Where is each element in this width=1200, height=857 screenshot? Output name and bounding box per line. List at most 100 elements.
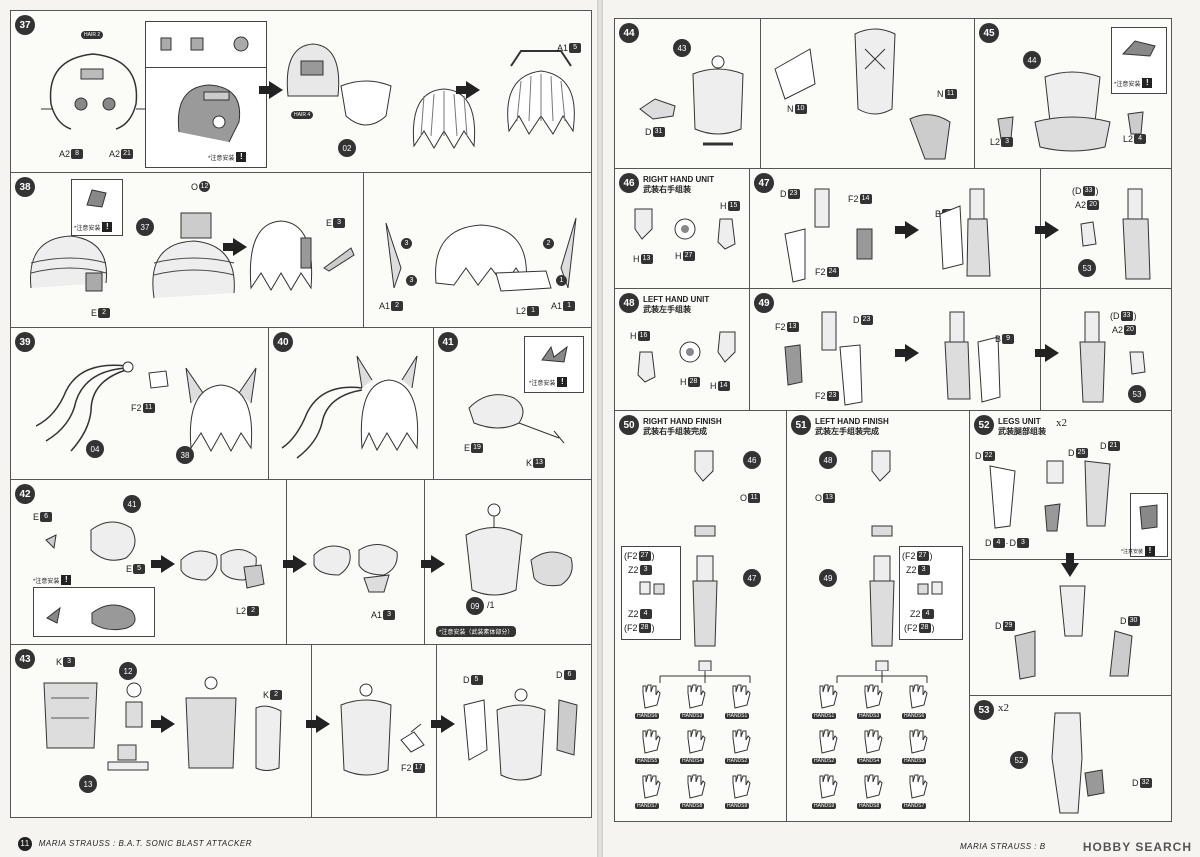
multiplier-label: x2 <box>998 702 1009 714</box>
ref-44-label: 44 <box>1023 51 1041 69</box>
ref-49-label: 49 <box>819 569 837 587</box>
hand-icon <box>819 774 838 799</box>
step-number: 37 <box>15 15 35 35</box>
ref-52-label: 52 <box>1010 751 1028 769</box>
waist-joint <box>107 744 149 771</box>
part-04-label: 04 <box>86 440 104 458</box>
detail-icon <box>46 604 136 631</box>
ref-53-label: 53 <box>1128 385 1146 403</box>
step-arrow <box>223 238 247 256</box>
hand-label: HANDS5 <box>902 758 927 764</box>
helmet-frame-part <box>41 53 146 130</box>
order-3-marker: 3 <box>401 238 412 249</box>
step-number: 41 <box>438 332 458 352</box>
part-icon <box>541 345 568 363</box>
ref-53-label: 53 <box>1078 259 1096 277</box>
ref-47-label: 47 <box>743 569 761 587</box>
caution-box: *注意安装! <box>145 21 267 168</box>
torso-with-side-panels <box>463 688 578 781</box>
hand-icon <box>864 774 883 799</box>
step-arrow <box>895 221 919 239</box>
hand-option: HANDS7 <box>630 773 670 815</box>
finished-forearm <box>1080 188 1151 280</box>
step-40-panel: 40 <box>268 327 435 481</box>
order-3-marker: 3 <box>406 275 417 286</box>
part-icon <box>1139 504 1158 530</box>
hand-label: HANDS6 <box>902 713 927 719</box>
leg-with-knee <box>1051 712 1105 814</box>
hair2-tag: HAIR 2 <box>81 31 104 39</box>
step-number: 43 <box>15 649 35 669</box>
caution-box: *注意安装! <box>71 179 123 236</box>
neck-joint <box>125 682 143 728</box>
caution-box: *注意安装! <box>1121 493 1168 557</box>
step-number: 45 <box>979 23 999 43</box>
step-arrow <box>1035 344 1059 362</box>
hand-joint-parts <box>634 208 736 250</box>
head-with-antennae <box>185 367 257 453</box>
step-number: 46 <box>619 173 639 193</box>
ref-48-label: 48 <box>819 451 837 469</box>
caution-note: *注意安装! <box>1121 546 1155 556</box>
hand-label: HANDS3 <box>680 713 705 719</box>
hand-branch-lines <box>836 671 928 683</box>
collar-assembly <box>45 521 136 561</box>
hand-icon <box>732 774 751 799</box>
hand-joint-parts <box>637 331 736 383</box>
hand-label: HANDS3 <box>857 713 882 719</box>
hand-option: HANDS1 <box>720 683 760 725</box>
step-arrow <box>151 715 175 733</box>
forearm-with-armor <box>944 311 1001 403</box>
step-arrow <box>306 715 330 733</box>
helmet-assembly <box>286 43 340 97</box>
helmet-detail-icon <box>177 84 241 143</box>
hand-option: HANDS6 <box>897 683 937 725</box>
multiplier-label: x2 <box>1056 417 1067 429</box>
order-1-marker: 1 <box>556 275 567 286</box>
torso-assembly <box>465 503 573 596</box>
arm-parts <box>784 311 863 406</box>
hand-option: HANDS4 <box>852 728 892 770</box>
collar-part <box>468 394 565 444</box>
hand-label: HANDS8 <box>680 803 705 809</box>
caution-box <box>33 587 155 637</box>
part-icon <box>86 189 107 208</box>
step-number: 44 <box>619 23 639 43</box>
step-number: 38 <box>15 177 35 197</box>
